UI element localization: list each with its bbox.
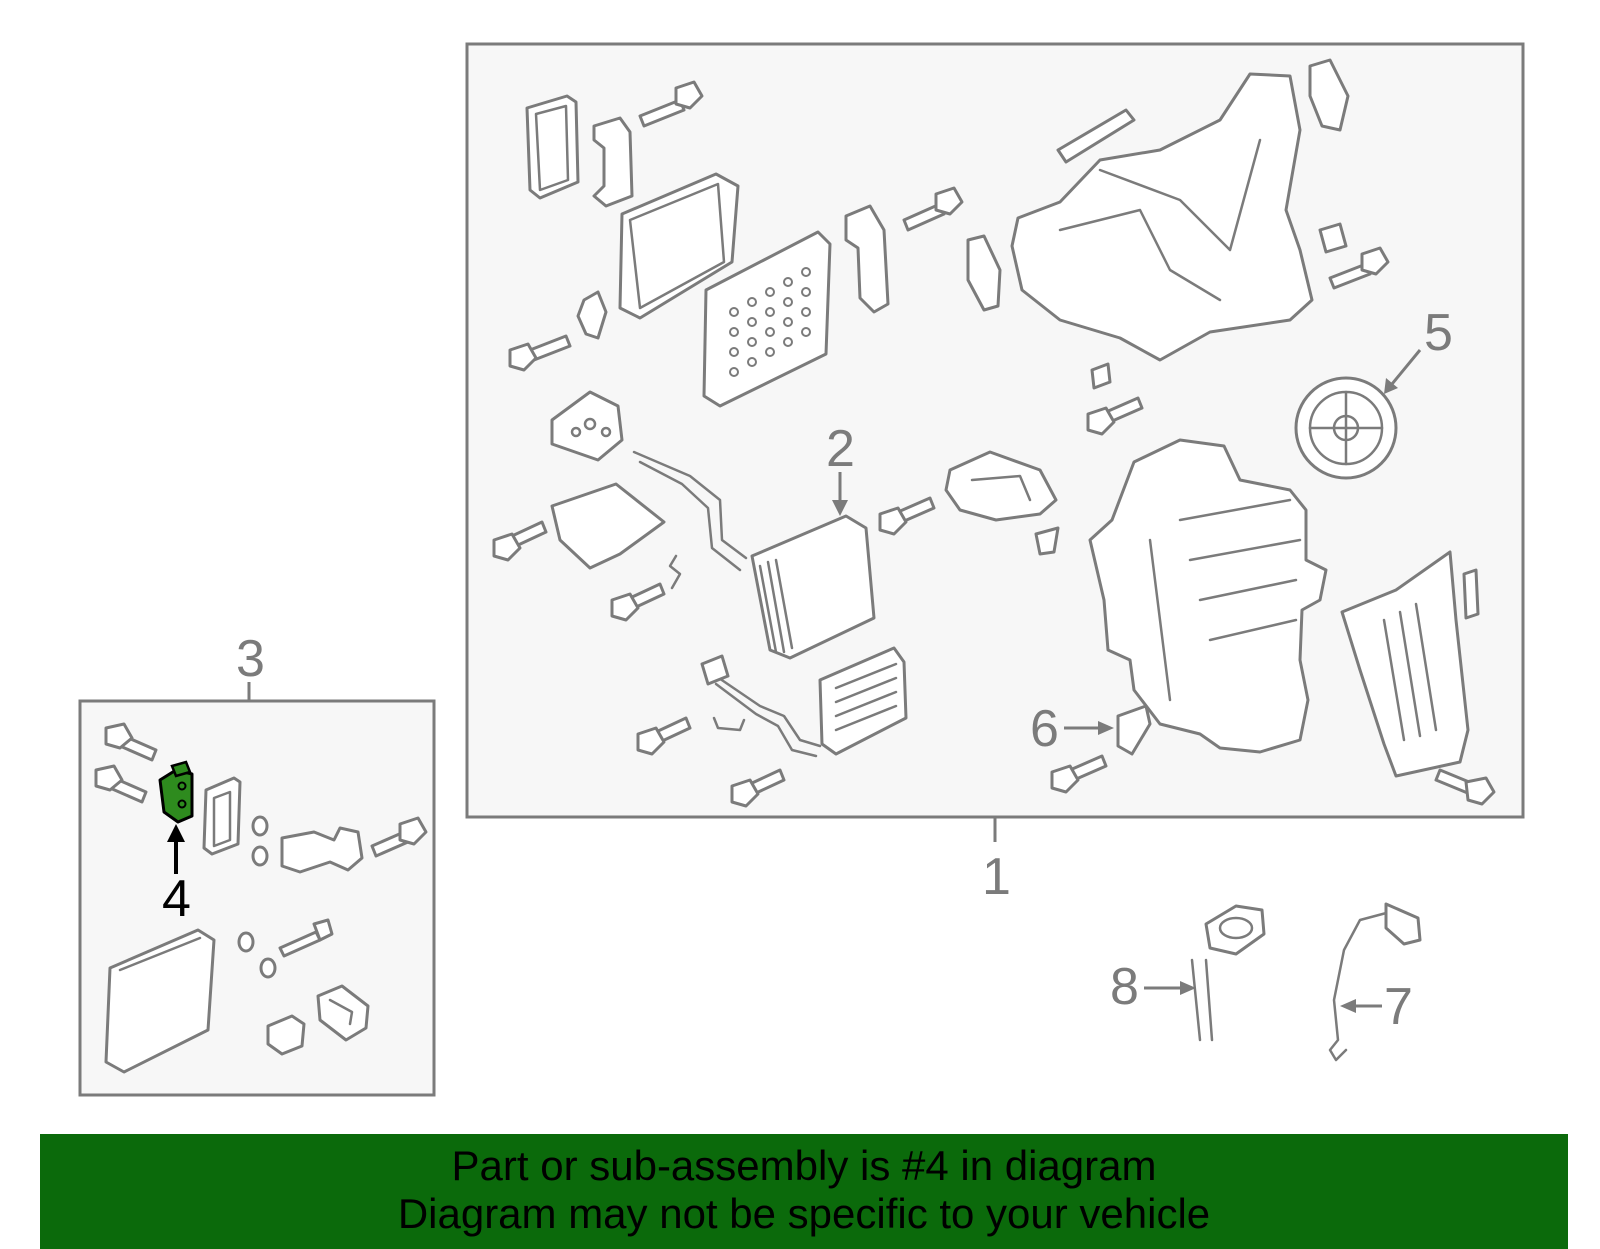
clip-u-part [712,716,746,732]
evaporator-part [104,928,216,1074]
rear-heater-part [818,646,908,756]
svg-text:1: 1 [982,848,1011,906]
bolt-sub-1-part [104,722,158,762]
banner-line-1: Part or sub-assembly is #4 in diagram [451,1142,1157,1189]
banner-line-2: Diagram may not be specific to your vehi… [397,1190,1211,1237]
cabin-filter-part [618,172,740,320]
sensor-7-part [1328,902,1422,1062]
bolt-right-top-part [1328,246,1390,290]
bolt-top-part [638,80,704,128]
svg-text:6: 6 [1030,700,1059,758]
o-rings-sub-2-part [237,931,277,979]
duct-bracket-part [844,204,890,314]
actuator-part [944,450,1058,522]
heater-pipe-part [632,450,748,572]
svg-text:5: 5 [1424,304,1453,362]
cap-sub-part [266,1014,306,1056]
bolt-right-bottom-part [1434,768,1496,806]
small-strip-part [1462,568,1480,620]
small-block-part [1318,222,1348,254]
callout-5: 5 [1384,304,1453,394]
svg-text:2: 2 [826,420,855,478]
blower-motor-part [1294,376,1398,480]
bolt-mid-top-part [902,186,964,232]
sensor-8-part [1190,904,1266,1042]
small-seal-part [966,234,1002,312]
o-rings-sub-part [251,815,269,867]
corner-bracket-part [1308,58,1350,132]
bolt-left-1-part [508,334,572,372]
duct-piece-part [550,482,666,570]
small-clip-part [576,290,608,340]
pipe-block-sub-part [280,826,364,874]
svg-text:4: 4 [162,870,191,928]
callout-6: 6 [1030,700,1114,758]
pin-sub-part [278,918,334,958]
callout-4[interactable]: 4 [162,824,191,928]
upper-duct-part [1010,72,1314,362]
callout-2: 2 [826,420,855,516]
bolt-sub-2-part [94,764,148,804]
bolt-6-part [1050,754,1108,794]
callout-7: 7 [1340,978,1413,1036]
rear-pipe-part [700,654,822,758]
clip-small-mid-part [1034,526,1060,556]
bolt-mid-part [878,496,936,536]
bolt-left-2-part [492,520,548,562]
bracket-6-part [1116,704,1152,756]
bolt-left-4-part [636,716,692,756]
svg-text:3: 3 [236,630,265,688]
heater-core-part [750,514,876,660]
bolt-sub-3-part [370,816,428,858]
expansion-valve-part-4[interactable] [158,760,194,824]
hvac-housing-part [1088,438,1328,754]
filter-mesh-part [702,230,832,408]
bolt-center-part [1086,396,1144,436]
clip-center-part [1090,362,1112,390]
gasket-sub-part [202,776,242,856]
info-banner: Part or sub-assembly is #4 in diagram Di… [40,1134,1568,1249]
resistor-cover-part [550,390,624,462]
svg-text:8: 8 [1110,958,1139,1016]
bolt-left-5-part [730,768,786,808]
svg-text:7: 7 [1384,978,1413,1036]
clip-s-part [668,554,682,590]
callout-8: 8 [1110,958,1196,1016]
insulator-sub-part [316,984,370,1042]
bolt-left-3-part [610,582,666,622]
door-seal-part [525,94,580,200]
bracket-part [592,116,634,208]
callout-3: 3 [236,630,265,701]
side-panel-part [1340,550,1470,778]
callout-1: 1 [982,818,1011,906]
